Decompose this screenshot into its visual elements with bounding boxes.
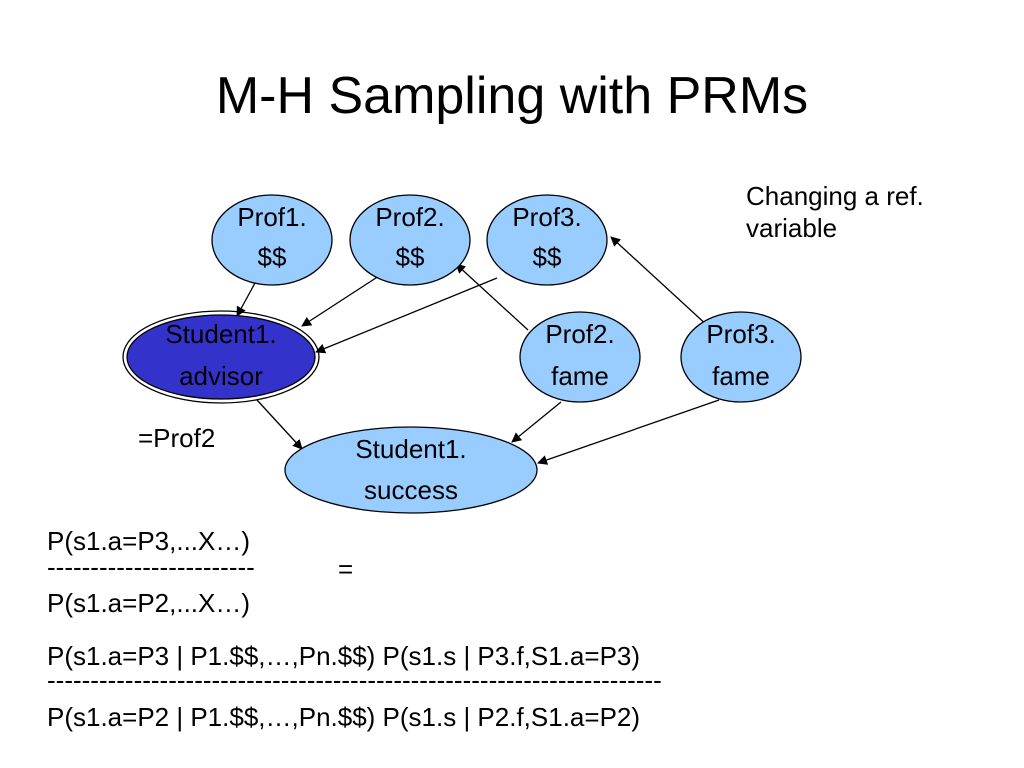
edge-prof3-money-to-advisor (315, 277, 498, 354)
node-label: Student1. (355, 434, 466, 464)
edge-prof2-money-to-advisor (301, 273, 383, 327)
node-label: Prof2. (545, 319, 614, 349)
edge-prof3-fame-to-success (537, 399, 720, 465)
node-label: $$ (396, 242, 425, 272)
node-prof3-money: Prof3. $$ (486, 194, 608, 286)
edge-prof2-fame-to-prof2-money (455, 263, 529, 331)
node-prof3-fame: Prof3. fame (680, 311, 802, 403)
node-student1-success: Student1. success (284, 426, 538, 514)
prm-diagram: Prof1. $$ Prof2. $$ Prof3. $$ Student1. … (122, 194, 802, 514)
ratio2-divider: ----------------------------------------… (47, 670, 662, 690)
ratio2-numerator: P(s1.a=P3 | P1.$$,…,Pn.$$) P(s1.s | P3.f… (47, 641, 641, 671)
ratio1-denominator: P(s1.a=P2,...X…) (47, 588, 251, 618)
edge-prof1-money-to-advisor (236, 282, 256, 317)
edge-prof3-fame-to-prof3-money (610, 236, 710, 328)
ratio2-denominator: P(s1.a=P2 | P1.$$,…,Pn.$$) P(s1.s | P2.f… (47, 702, 641, 732)
advisor-value-label: =Prof2 (138, 423, 215, 453)
side-note-line: Changing a ref. (746, 181, 924, 211)
node-label: fame (551, 361, 609, 391)
node-student1-advisor: Student1. advisor (122, 310, 320, 404)
node-label: $$ (533, 242, 562, 272)
node-label: $$ (258, 242, 287, 272)
node-label: fame (712, 361, 770, 391)
node-label: Prof1. (237, 202, 306, 232)
slide-title: M-H Sampling with PRMs (215, 67, 809, 125)
node-label: Prof2. (375, 202, 444, 232)
ratio1-numerator: P(s1.a=P3,...X…) (47, 526, 251, 556)
ratio1-equals: = (338, 554, 354, 584)
ratio1-divider: ------------------------ (47, 557, 255, 577)
node-label: Student1. (165, 319, 276, 349)
node-prof2-money: Prof2. $$ (349, 194, 471, 286)
edge-prof2-fame-to-success (511, 401, 562, 443)
edges (236, 236, 720, 465)
side-note-line: variable (746, 213, 838, 243)
node-label: Prof3. (706, 319, 775, 349)
node-label: Prof3. (512, 202, 581, 232)
edge-advisor-to-success (256, 399, 303, 450)
node-prof1-money: Prof1. $$ (211, 194, 333, 286)
side-note: Changing a ref. variable (746, 180, 924, 244)
node-label: success (364, 475, 458, 505)
node-label: advisor (179, 361, 263, 391)
node-prof2-fame: Prof2. fame (519, 311, 641, 403)
